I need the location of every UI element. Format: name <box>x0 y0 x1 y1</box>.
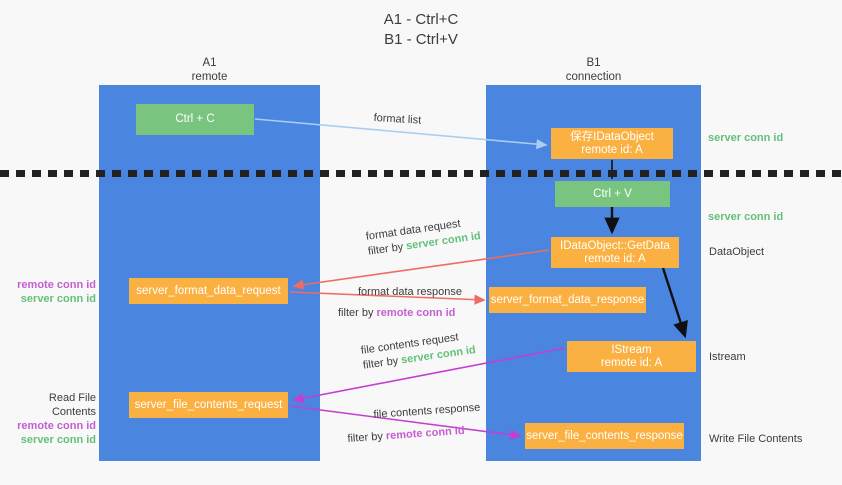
node-ctrl-v[interactable]: Ctrl + V <box>555 181 670 207</box>
left-annotation-remote-conn-id-1: remote conn id <box>17 279 96 291</box>
node-istream-line2: remote id: A <box>600 356 663 369</box>
node-ctrl-v-label: Ctrl + V <box>593 187 632 200</box>
node-istream[interactable]: IStream remote id: A <box>567 341 696 372</box>
left-annotation-remote-conn-id-2: remote conn id <box>17 420 96 432</box>
left-annotation-read-file-contents-title: Read File Contents <box>48 392 96 418</box>
right-annotation-istream: Istream <box>709 351 746 363</box>
node-idataobject[interactable]: 保存IDataObject remote id: A <box>551 128 673 159</box>
edge-label-file-contents-response: file contents response <box>373 401 481 423</box>
edge-label-format-data-request: format data request filter by server con… <box>365 214 482 260</box>
edge-label-format-data-request-filter-prefix: filter by <box>367 240 408 258</box>
edge-label-file-contents-response-filter-value: remote conn id <box>385 424 465 443</box>
title-line-1: A1 - Ctrl+C <box>383 11 459 28</box>
node-server-file-contents-request[interactable]: server_file_contents_request <box>129 392 288 418</box>
edge-label-file-contents-request-filter-prefix: filter by <box>362 354 403 372</box>
node-server-format-data-request-label: server_format_data_request <box>136 284 281 297</box>
edge-label-format-data-response: format data response <box>358 285 462 300</box>
right-annotation-server-conn-id-mid: server conn id <box>708 211 784 223</box>
left-annotation-server-conn-id-2: server conn id <box>20 434 96 446</box>
node-ctrl-c[interactable]: Ctrl + C <box>136 104 254 135</box>
lane-header-b1: B1 connection <box>486 56 701 84</box>
edge-label-file-contents-request: file contents request filter by server c… <box>360 328 477 374</box>
left-annotation-read-file-contents: Read File Contents remote conn id server… <box>8 391 96 447</box>
phase-divider <box>0 170 842 177</box>
edge-label-file-contents-response-text: file contents response <box>373 401 481 421</box>
edge-label-format-list-text: format list <box>373 111 422 127</box>
edge-label-format-data-response-filter-prefix: filter by <box>338 307 377 319</box>
node-server-file-contents-response-label: server_file_contents_response <box>526 429 683 442</box>
left-annotation-server-conn-id-1: server conn id <box>20 293 96 305</box>
edge-label-format-data-response-text: format data response <box>358 286 462 298</box>
page-title: A1 - Ctrl+C B1 - Ctrl+V <box>0 10 842 50</box>
lane-b1-name: B1 <box>586 57 601 69</box>
lane-a1-role: remote <box>191 71 228 83</box>
title-line-2: B1 - Ctrl+V <box>384 31 458 48</box>
node-server-format-data-response[interactable]: server_format_data_response <box>489 287 646 313</box>
edge-label-format-data-response-filter-value: remote conn id <box>376 307 456 319</box>
node-istream-line1: IStream <box>611 343 652 356</box>
edge-label-format-data-response-filter: filter by remote conn id <box>338 306 455 321</box>
edge-label-format-list: format list <box>373 111 421 129</box>
node-ctrl-c-label: Ctrl + C <box>175 113 215 125</box>
node-server-file-contents-response[interactable]: server_file_contents_response <box>525 423 684 449</box>
lane-header-a1: A1 remote <box>99 56 320 84</box>
edge-label-file-contents-response-filter-prefix: filter by <box>347 430 387 445</box>
right-annotation-dataobject: DataObject <box>709 246 765 258</box>
node-server-file-contents-request-label: server_file_contents_request <box>134 398 283 411</box>
left-annotation-conn-ids-1: remote conn id server conn id <box>8 278 96 306</box>
right-annotation-server-conn-id-top: server conn id <box>708 132 784 144</box>
node-server-format-data-request[interactable]: server_format_data_request <box>129 278 288 304</box>
lane-b1-role: connection <box>565 71 622 83</box>
node-server-format-data-response-label: server_format_data_response <box>490 293 645 306</box>
lane-a1-name: A1 <box>202 57 217 69</box>
right-annotation-write-file-contents: Write File Contents <box>709 433 803 445</box>
node-getdata-line1: IDataObject::GetData <box>560 239 670 252</box>
node-idataobject-line2: remote id: A <box>581 143 643 156</box>
edge-label-file-contents-response-filter: filter by remote conn id <box>347 424 465 447</box>
node-getdata-line2: remote id: A <box>584 252 646 265</box>
node-idataobject-line1: 保存IDataObject <box>570 130 654 143</box>
node-getdata[interactable]: IDataObject::GetData remote id: A <box>551 237 679 268</box>
